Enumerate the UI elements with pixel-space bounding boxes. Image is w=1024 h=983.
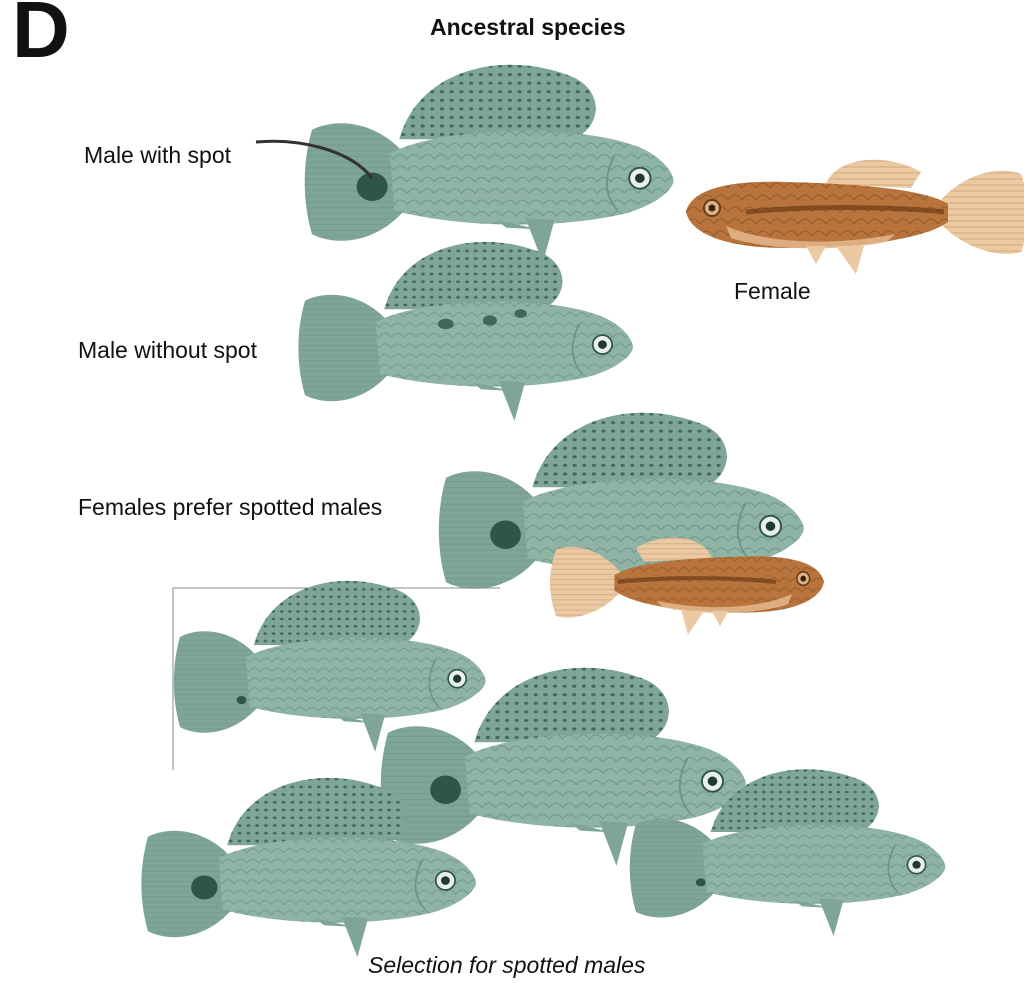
fish-female-choosing bbox=[550, 538, 824, 635]
fish-male-with-spot bbox=[305, 65, 674, 263]
label-male-with-spot: Male with spot bbox=[84, 142, 231, 169]
label-female: Female bbox=[734, 278, 811, 305]
fish-male-without-spot bbox=[298, 242, 633, 421]
fish-female bbox=[686, 160, 1024, 274]
label-females-prefer: Females prefer spotted males bbox=[78, 494, 382, 521]
fish-population-1 bbox=[174, 581, 486, 752]
label-selection: Selection for spotted males bbox=[368, 952, 645, 979]
label-male-without-spot: Male without spot bbox=[78, 337, 257, 364]
